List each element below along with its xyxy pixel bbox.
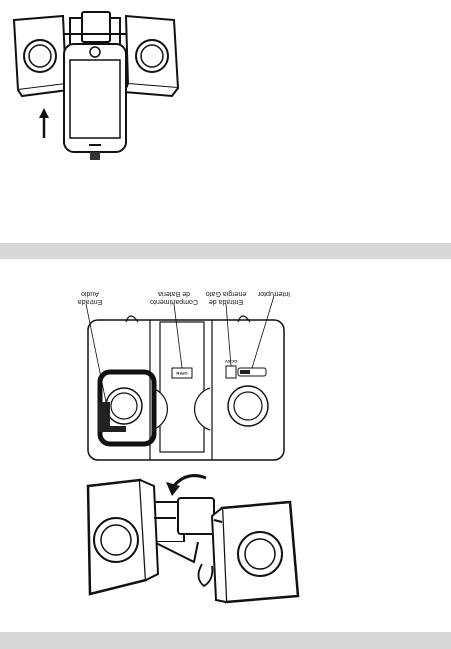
label-entrada-gato-line2: energia Gato bbox=[206, 290, 247, 297]
figure-rear-panel: Entrada Audio Compartimento de Bateria E… bbox=[60, 288, 305, 463]
figure-phone-dock bbox=[8, 8, 188, 168]
label-compartimento-line1: Compartimento bbox=[150, 298, 198, 305]
figure-folding-speakers bbox=[76, 470, 306, 610]
folding-speakers-illustration bbox=[76, 470, 306, 610]
phone-dock-illustration bbox=[8, 8, 188, 168]
label-compartimento-line2: de Bateria bbox=[158, 290, 190, 297]
dc-input bbox=[226, 366, 236, 378]
section-divider-top bbox=[0, 243, 451, 259]
phone-screen bbox=[70, 60, 120, 138]
label-entrada-audio-line2: Audio bbox=[81, 290, 99, 297]
audio-plug bbox=[98, 402, 110, 432]
label-entrada-audio-line1: Entrada bbox=[78, 298, 103, 305]
label-entrada-gato-line1: Entrada de bbox=[209, 298, 243, 305]
section-divider-bottom bbox=[0, 632, 451, 649]
battery-compartment bbox=[160, 322, 204, 452]
open-mark: OPEN bbox=[176, 371, 187, 376]
rear-panel-illustration: Entrada Audio Compartimento de Bateria E… bbox=[60, 288, 305, 463]
